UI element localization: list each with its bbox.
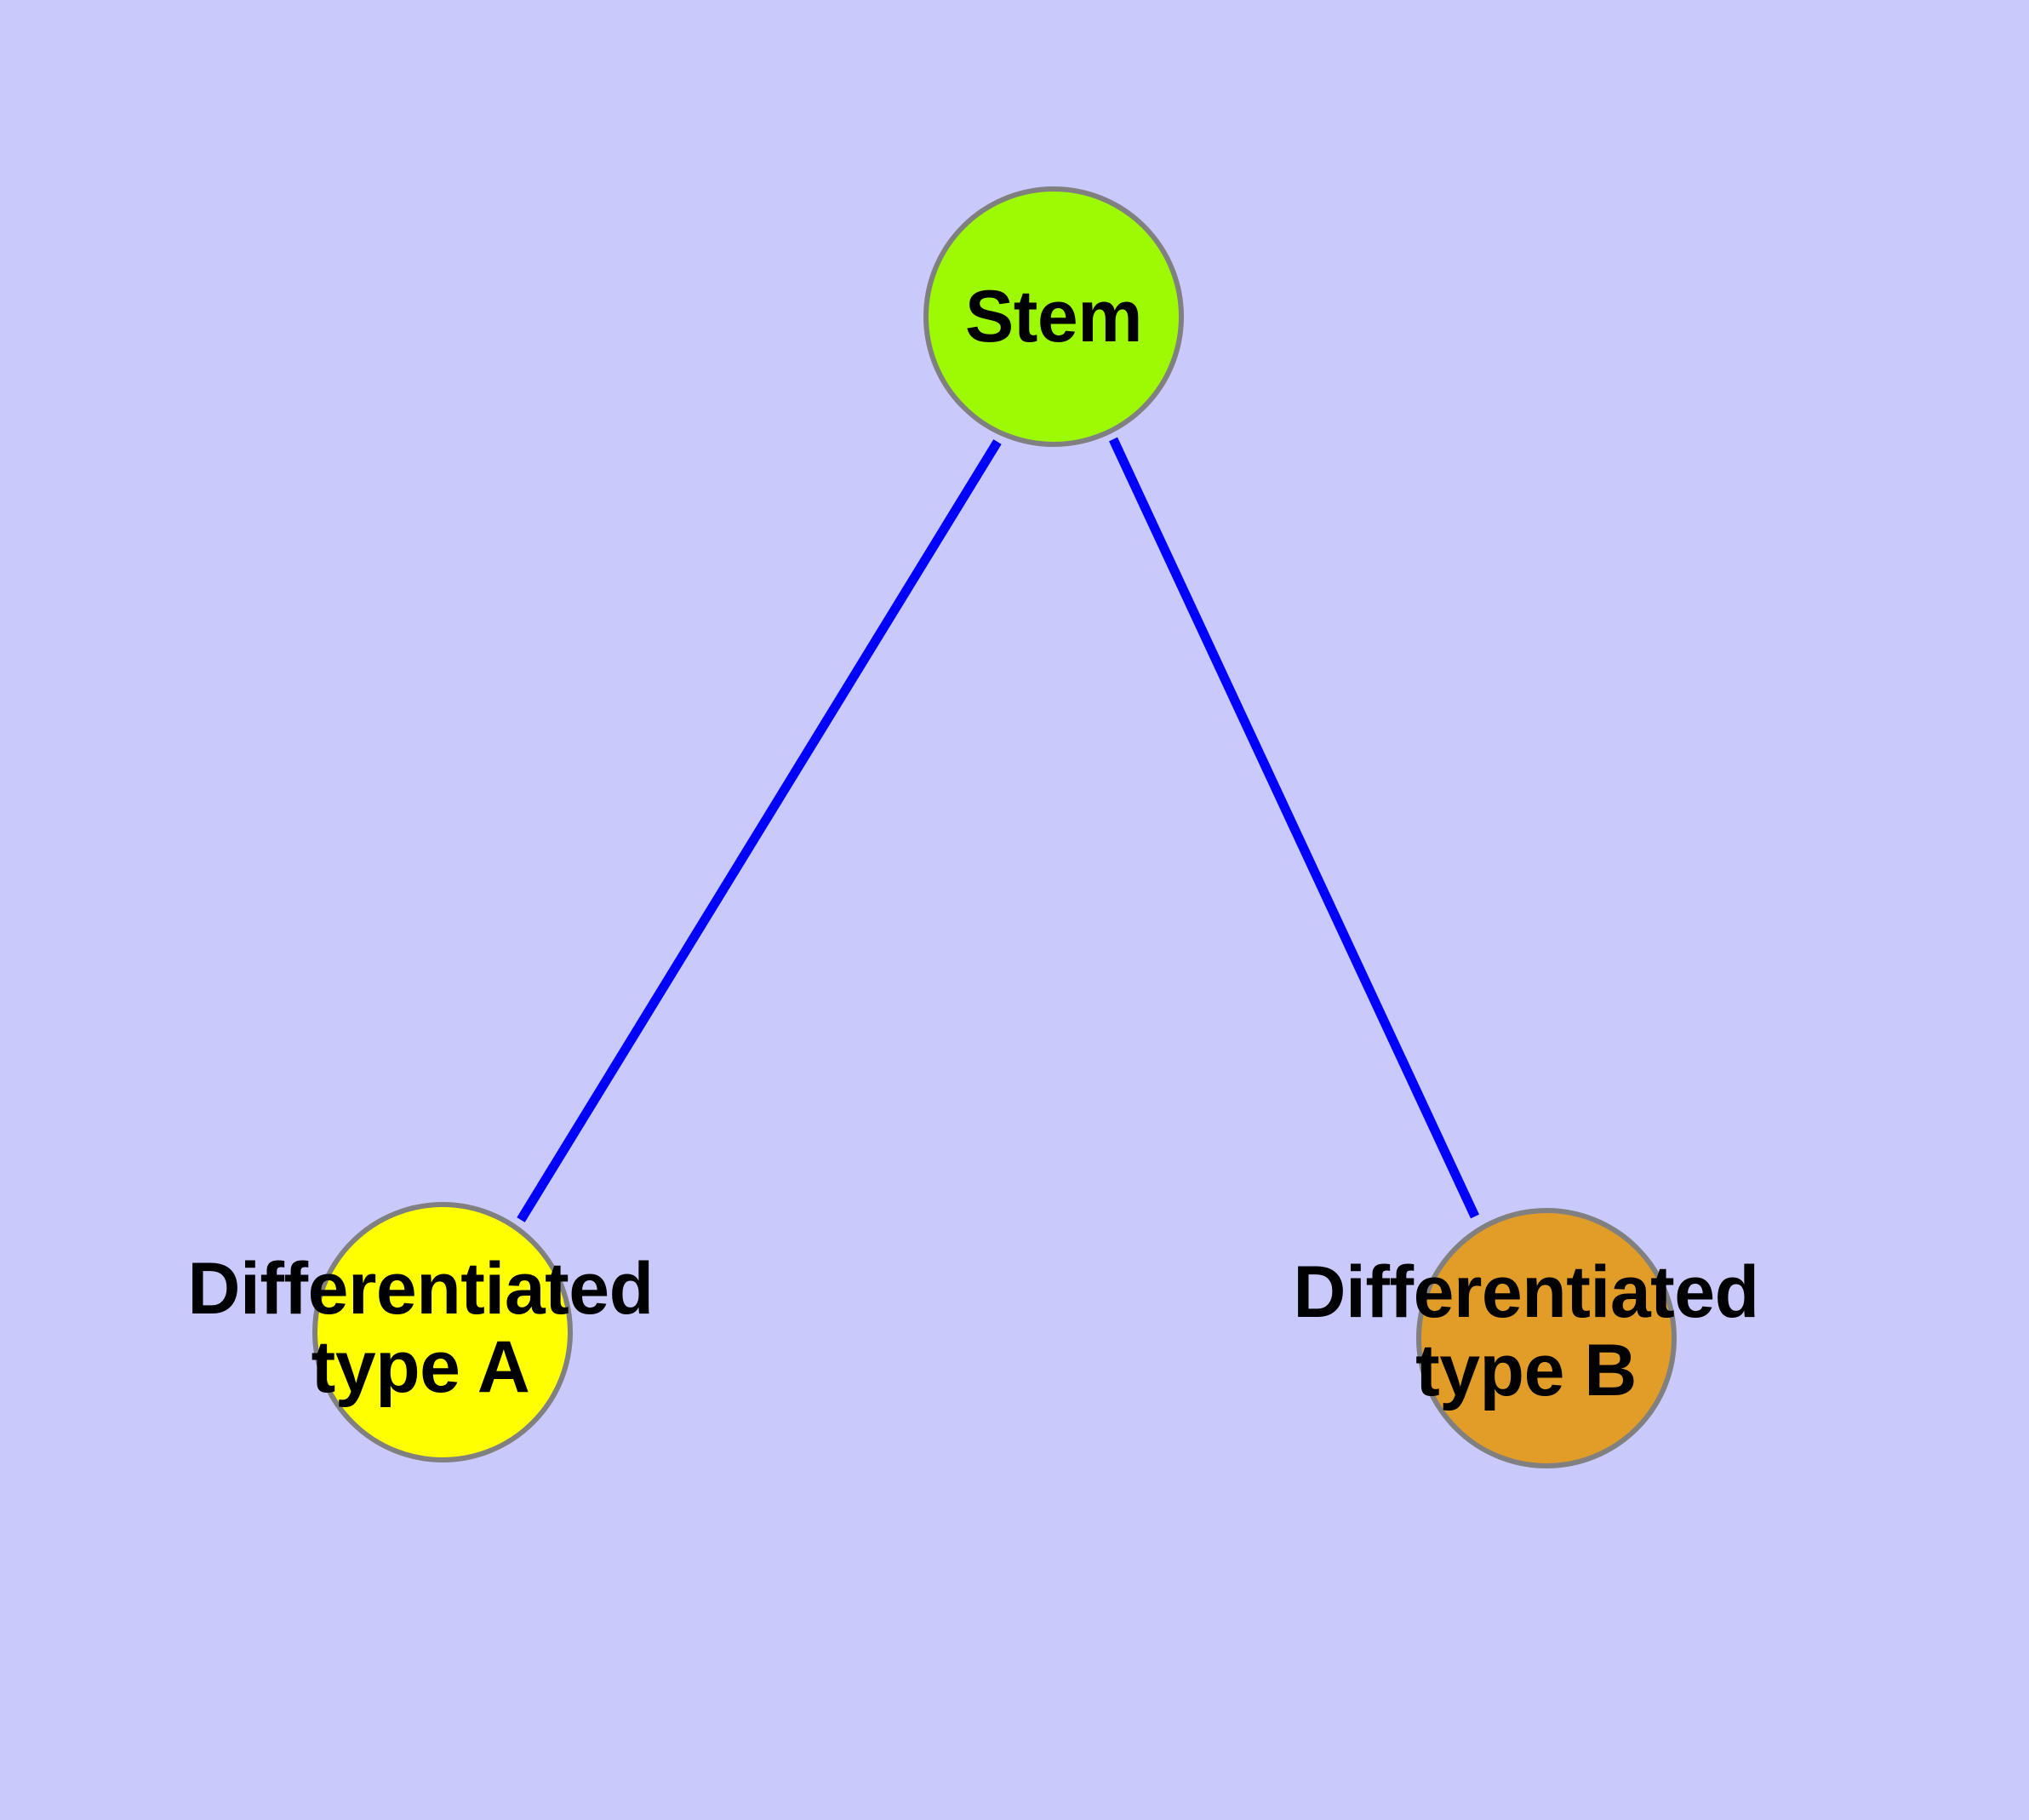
node-differentiated-type-a[interactable]: Differentiated type A — [187, 1202, 654, 1462]
node-stem-label: Stem — [964, 275, 1143, 358]
edge-stem-to-differentiated-type-a — [517, 439, 1002, 1222]
node-differentiated-type-b[interactable]: Differentiated type B — [1293, 1208, 1759, 1468]
edge-stem-to-differentiated-type-b — [1109, 437, 1479, 1219]
node-stem[interactable]: Stem — [923, 186, 1184, 447]
